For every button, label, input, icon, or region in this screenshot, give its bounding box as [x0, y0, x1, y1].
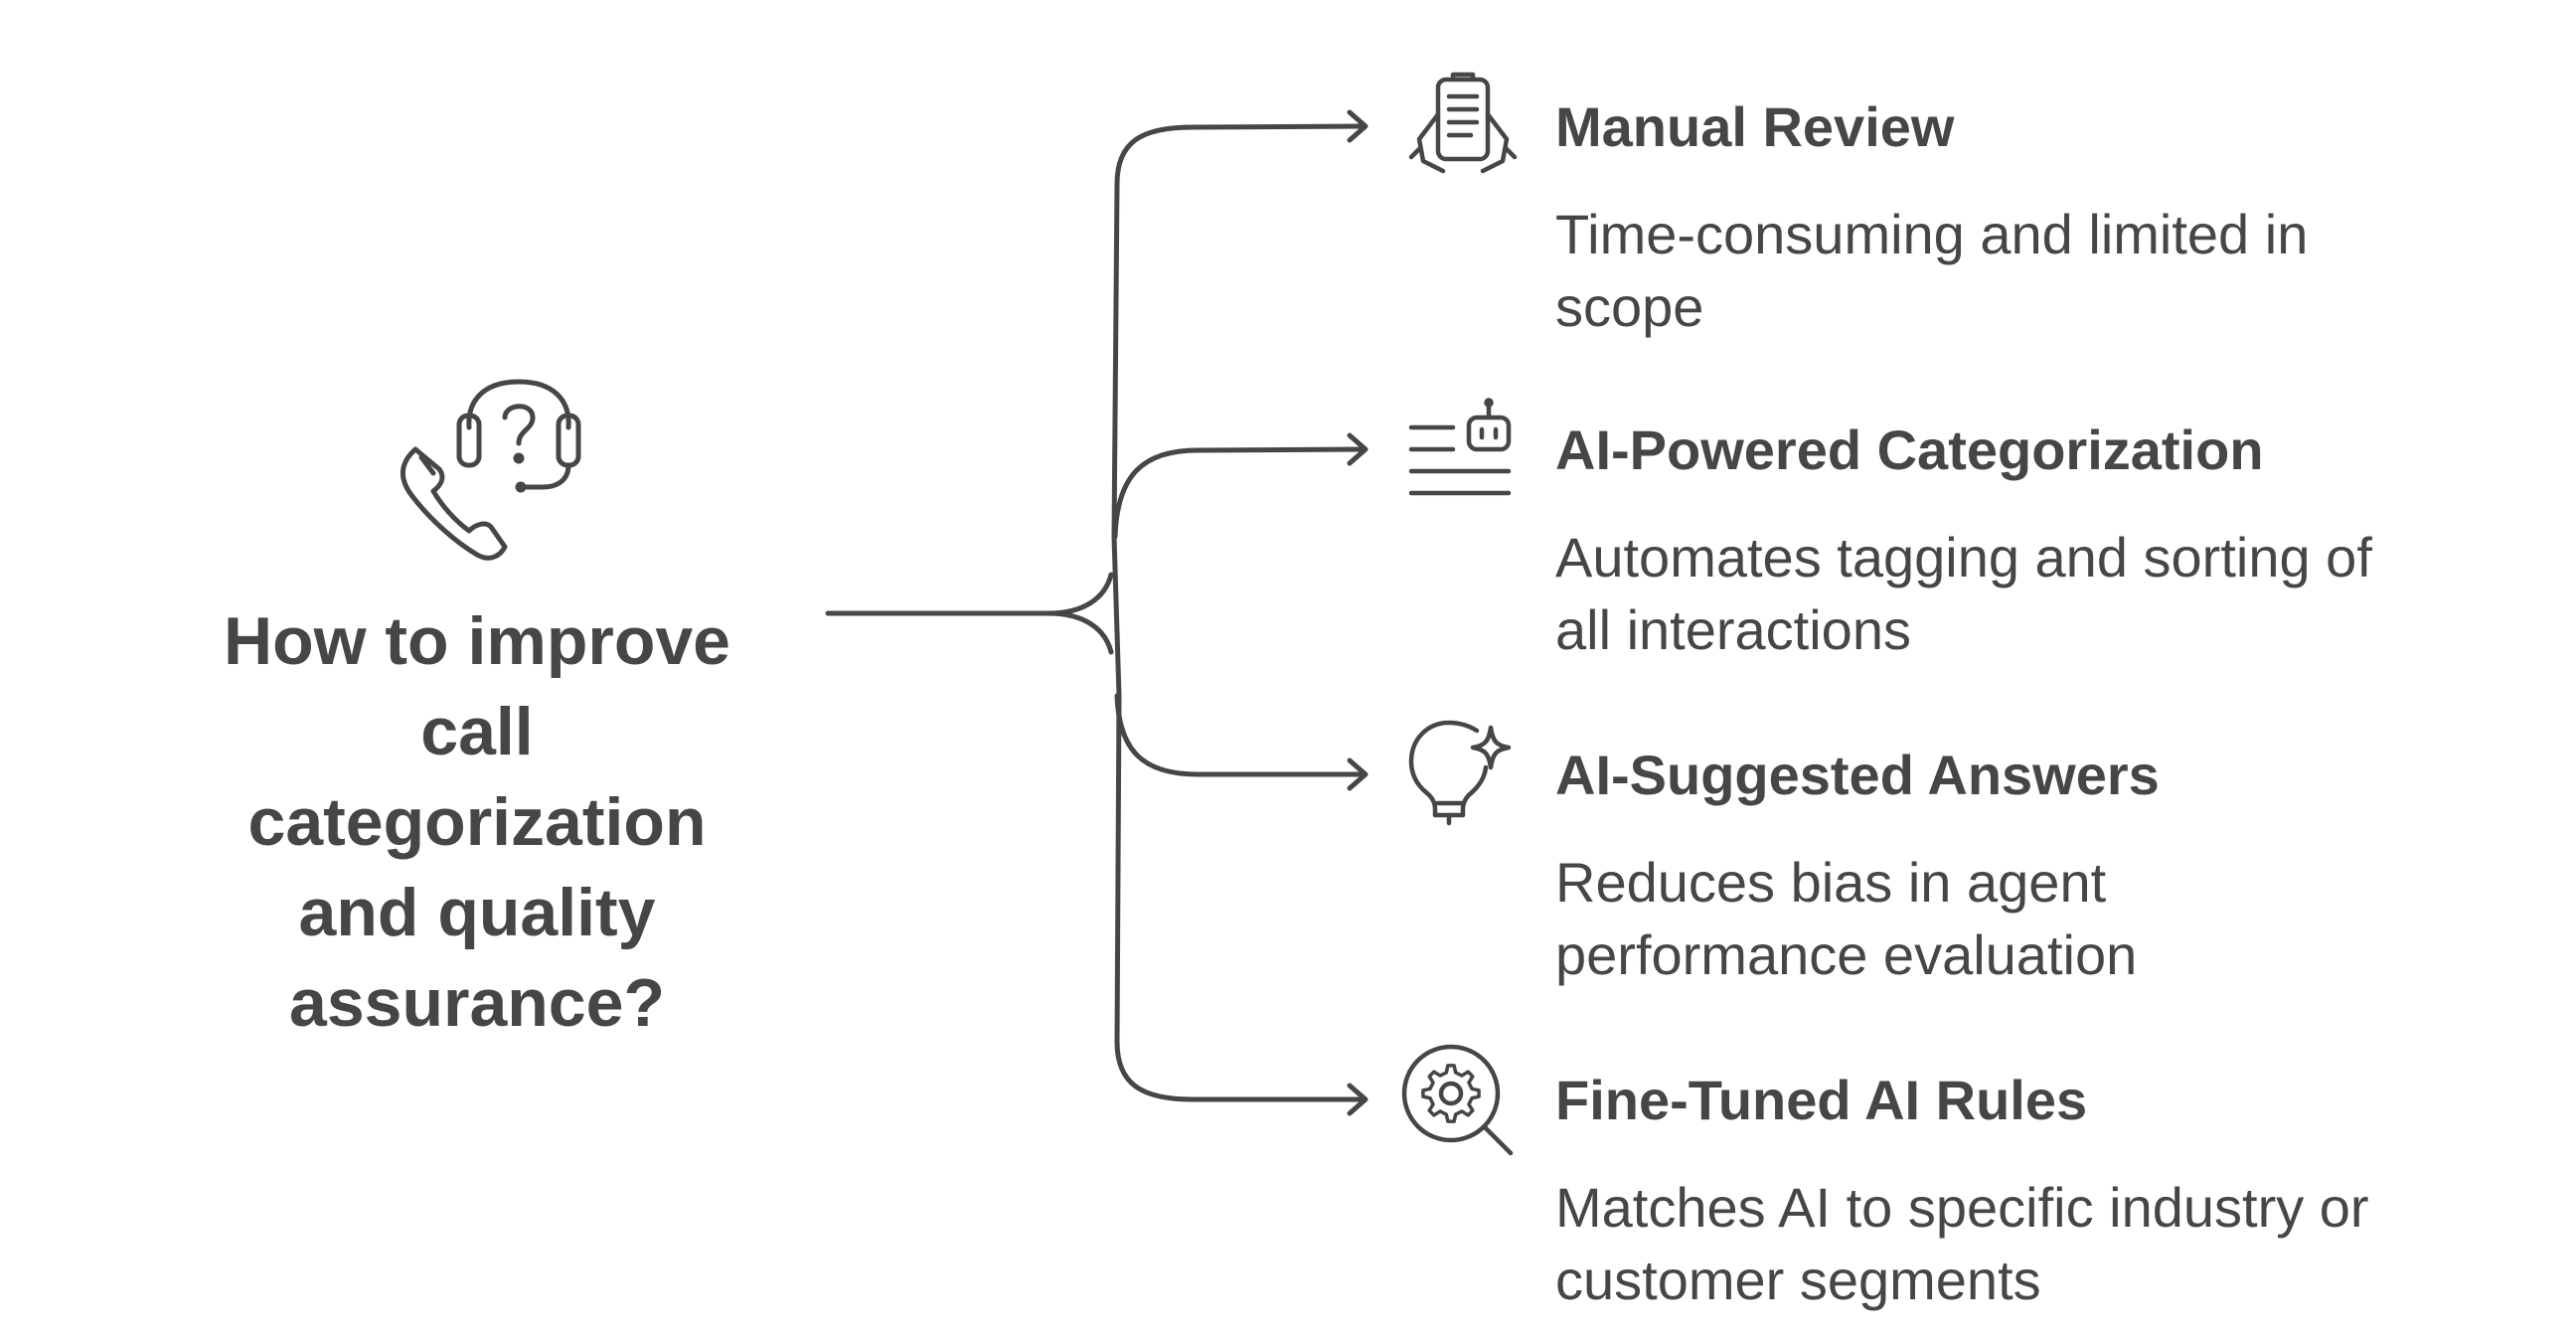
- arrow-head-2: [1347, 432, 1368, 466]
- option-title: AI-Powered Categorization: [1555, 419, 2264, 481]
- question-line: and quality: [298, 875, 656, 950]
- option-fine-tuned-ai-rules: Fine-Tuned AI Rules Matches AI to specif…: [1555, 1066, 2450, 1316]
- connector-branch-3: [1114, 693, 1367, 777]
- headset-phone-question-icon: [401, 379, 581, 561]
- connector-trunk: [825, 572, 1114, 616]
- option-description: Reduces bias in agent performance evalua…: [1555, 851, 2138, 986]
- central-question: How to improve call categorization and q…: [179, 596, 775, 1049]
- question-line: categorization: [247, 784, 707, 860]
- arrow-head-4: [1347, 1083, 1368, 1116]
- connector-trunk-lower: [1046, 610, 1114, 655]
- option-ai-suggested-answers: AI-Suggested Answers Reduces bias in age…: [1555, 741, 2450, 991]
- option-title: AI-Suggested Answers: [1555, 744, 2160, 806]
- gear-magnifier-icon: [1401, 1044, 1514, 1156]
- option-description: Automates tagging and sorting of all int…: [1555, 526, 2372, 661]
- connector-branch-2: [1112, 446, 1367, 540]
- handheld-document-icon: [1408, 72, 1518, 174]
- lightbulb-sparkle-icon: [1408, 720, 1512, 826]
- connector-branch-4: [1114, 1039, 1367, 1102]
- option-manual-review: Manual Review Time-consuming and limited…: [1555, 92, 2450, 343]
- question-line: call: [420, 694, 534, 769]
- option-description: Time-consuming and limited in scope: [1555, 203, 2309, 338]
- option-title: Fine-Tuned AI Rules: [1555, 1069, 2088, 1131]
- option-description: Matches AI to specific industry or custo…: [1555, 1176, 2369, 1311]
- option-title: Manual Review: [1555, 95, 1955, 158]
- question-line: How to improve: [223, 603, 731, 679]
- robot-list-icon: [1408, 398, 1512, 496]
- question-line: assurance?: [289, 965, 665, 1041]
- arrow-head-1: [1347, 109, 1368, 143]
- option-ai-powered-categorization: AI-Powered Categorization Automates tagg…: [1555, 416, 2450, 666]
- connector-spine: [1111, 181, 1122, 1045]
- connector-branch-1: [1114, 123, 1367, 187]
- arrow-head-3: [1347, 757, 1368, 791]
